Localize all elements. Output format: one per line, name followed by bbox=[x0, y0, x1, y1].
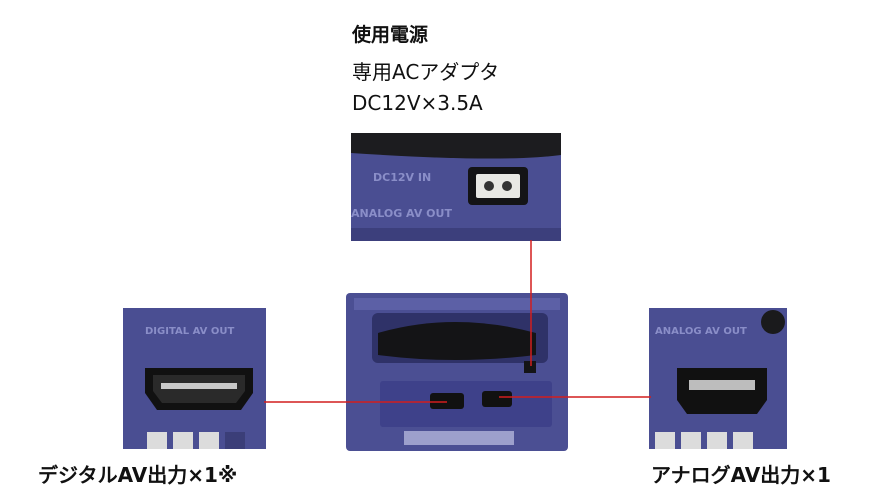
dc-in-marking: DC12V IN bbox=[373, 171, 431, 184]
power-rating-text: DC12V×3.5A bbox=[352, 91, 483, 115]
power-adapter-text: 専用ACアダプタ bbox=[352, 60, 500, 84]
digital-av-port-photo: DIGITAL AV OUT bbox=[123, 308, 266, 449]
power-connector-photo: DC12V IN ANALOG AV OUT bbox=[351, 133, 561, 241]
analog-port-icon bbox=[677, 368, 767, 414]
console-dc-jack-icon bbox=[524, 361, 536, 373]
analog-av-port-photo: ANALOG AV OUT bbox=[649, 308, 787, 449]
digital-av-out-marking: DIGITAL AV OUT bbox=[145, 326, 234, 337]
console-digital-port-icon bbox=[430, 393, 464, 409]
power-supply-title: 使用電源 bbox=[352, 24, 429, 46]
analog-av-out-marking-top: ANALOG AV OUT bbox=[351, 207, 452, 220]
analog-av-label: アナログAV出力×1 bbox=[651, 463, 831, 487]
console-rear-photo bbox=[346, 293, 568, 451]
analog-av-out-marking: ANALOG AV OUT bbox=[655, 326, 747, 337]
digital-av-label: デジタルAV出力×1※ bbox=[38, 463, 238, 487]
console-analog-port-icon bbox=[482, 391, 512, 407]
